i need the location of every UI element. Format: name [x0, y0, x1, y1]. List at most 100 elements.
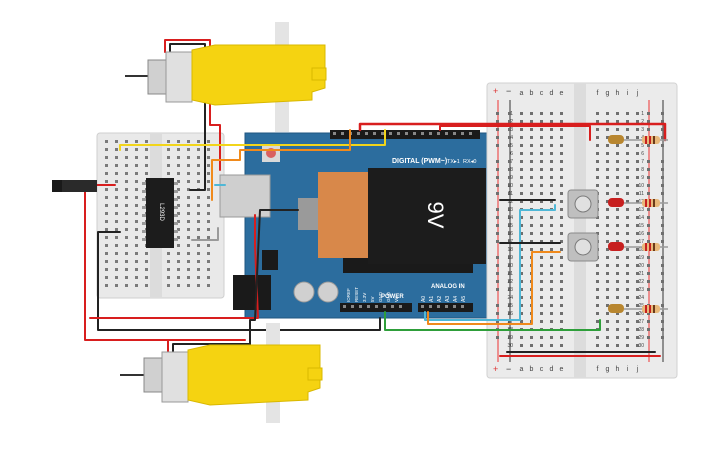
hole [145, 148, 148, 151]
hole [596, 168, 599, 171]
hole [596, 264, 599, 267]
hole [560, 272, 563, 275]
resistors [624, 136, 668, 313]
hole [560, 248, 563, 251]
hole [616, 184, 619, 187]
row-number: 5 [641, 143, 644, 149]
hole [115, 252, 118, 255]
hole [105, 156, 108, 159]
hole [636, 192, 639, 195]
resistor-band [653, 243, 655, 251]
rail-hole [661, 120, 664, 123]
hole [596, 296, 599, 299]
hole [177, 172, 180, 175]
column-letter: h [616, 366, 620, 373]
hole [560, 216, 563, 219]
row-number: 9 [641, 175, 644, 181]
hole [606, 200, 609, 203]
row-number: 3 [510, 127, 513, 133]
rail-plus-label-bottom: + [493, 364, 498, 374]
hole [115, 236, 118, 239]
rail-hole [661, 232, 664, 235]
rail-hole [661, 128, 664, 131]
rail-plus-label: + [493, 86, 498, 96]
hole [626, 304, 629, 307]
hole [115, 140, 118, 143]
rail-hole [508, 120, 511, 123]
l293d-body [146, 178, 174, 248]
hole [540, 336, 543, 339]
rail-hole [647, 272, 650, 275]
hole [636, 128, 639, 131]
rail-hole [496, 128, 499, 131]
hole [616, 280, 619, 283]
slide-switch [52, 180, 97, 192]
rail-hole [496, 288, 499, 291]
hole [520, 312, 523, 315]
hole [616, 320, 619, 323]
row-number: 7 [641, 159, 644, 165]
header-pin [413, 132, 416, 135]
battery-terminal-cap [318, 172, 368, 258]
hole [606, 296, 609, 299]
hole [187, 172, 190, 175]
hole [177, 260, 180, 263]
hole [550, 200, 553, 203]
wire-yellow [119, 129, 386, 151]
hole [187, 156, 190, 159]
hole [540, 152, 543, 155]
hole [530, 168, 533, 171]
hole [197, 156, 200, 159]
hole [167, 276, 170, 279]
hole [115, 212, 118, 215]
rail-hole [647, 256, 650, 259]
hole [105, 212, 108, 215]
hole [560, 304, 563, 307]
hole [616, 168, 619, 171]
hole [540, 136, 543, 139]
hole [540, 256, 543, 259]
hole [560, 160, 563, 163]
row-number: 23 [638, 287, 644, 293]
l293d-chip: L293D [142, 178, 178, 248]
hole [520, 112, 523, 115]
header-pin [359, 305, 362, 308]
rail-hole [647, 328, 650, 331]
hole [540, 128, 543, 131]
hole [606, 280, 609, 283]
hole [135, 156, 138, 159]
rail-hole [647, 240, 650, 243]
header-pin [399, 305, 402, 308]
header-pins [333, 132, 472, 308]
hole [115, 268, 118, 271]
column-letter: g [606, 90, 610, 97]
hole [626, 208, 629, 211]
hole [550, 272, 553, 275]
hole [105, 284, 108, 287]
hole [636, 280, 639, 283]
header-pin [453, 305, 456, 308]
hole [177, 180, 180, 183]
rail-hole [508, 208, 511, 211]
rail-hole [496, 336, 499, 339]
hole [606, 336, 609, 339]
rail-hole [647, 232, 650, 235]
l293d-label: L293D [158, 203, 164, 221]
row-number: 12 [638, 199, 644, 205]
analog-pin-label: A5 [461, 296, 467, 302]
hole [596, 144, 599, 147]
hole [626, 272, 629, 275]
rail-hole [508, 192, 511, 195]
leds-and-resistors [608, 135, 668, 313]
row-number: 30 [638, 343, 644, 349]
rail-hole [661, 160, 664, 163]
chip-pin [142, 198, 146, 201]
hole [115, 180, 118, 183]
hole [560, 200, 563, 203]
hole [125, 228, 128, 231]
hole [626, 144, 629, 147]
hole [550, 152, 553, 155]
hole [125, 180, 128, 183]
hole [636, 232, 639, 235]
row-number: 13 [638, 207, 644, 213]
